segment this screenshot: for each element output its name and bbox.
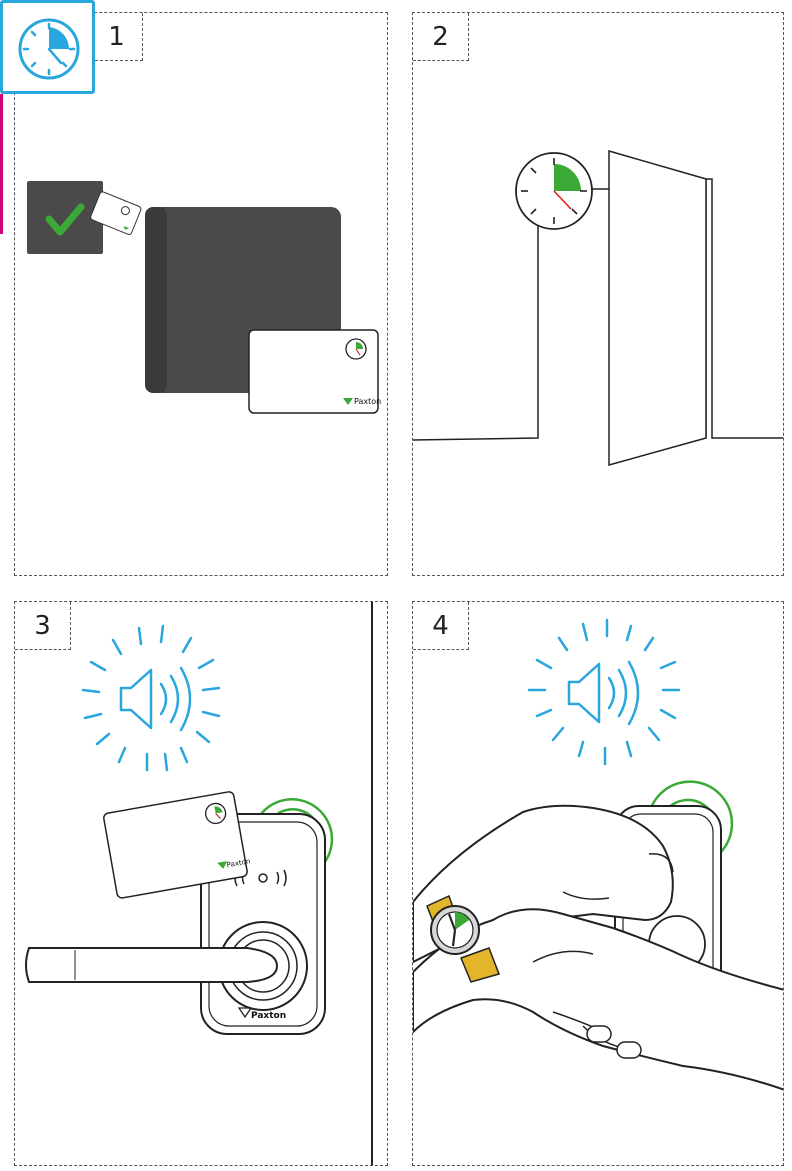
step-4-number: 4 bbox=[413, 602, 469, 650]
time-badge bbox=[0, 0, 95, 94]
step-3-number: 3 bbox=[15, 602, 71, 650]
step-3-panel: 3 bbox=[14, 601, 388, 1166]
card-clock-icon bbox=[345, 338, 367, 360]
svg-text:Paxton: Paxton bbox=[354, 397, 381, 406]
step-1-illustration: Paxton bbox=[27, 181, 381, 414]
speaker-icon bbox=[119, 666, 192, 732]
step-4-panel: 4 bbox=[412, 601, 784, 1166]
step-2-number: 2 bbox=[413, 13, 469, 61]
clock-icon bbox=[18, 18, 80, 80]
step-2-illustration bbox=[413, 150, 783, 466]
speaker-icon bbox=[567, 660, 640, 726]
page-edge-marker bbox=[0, 94, 3, 234]
step-1-panel: 1 Paxton bbox=[14, 12, 388, 576]
svg-text:Paxton: Paxton bbox=[251, 1011, 286, 1021]
watch-icon bbox=[430, 905, 480, 955]
checkmark-icon bbox=[45, 203, 85, 236]
clock-icon bbox=[515, 152, 593, 230]
step-3-illustration: Paxton Paxton bbox=[25, 602, 373, 1165]
step-4-illustration bbox=[413, 618, 783, 1091]
step-2-panel: 2 bbox=[412, 12, 784, 576]
